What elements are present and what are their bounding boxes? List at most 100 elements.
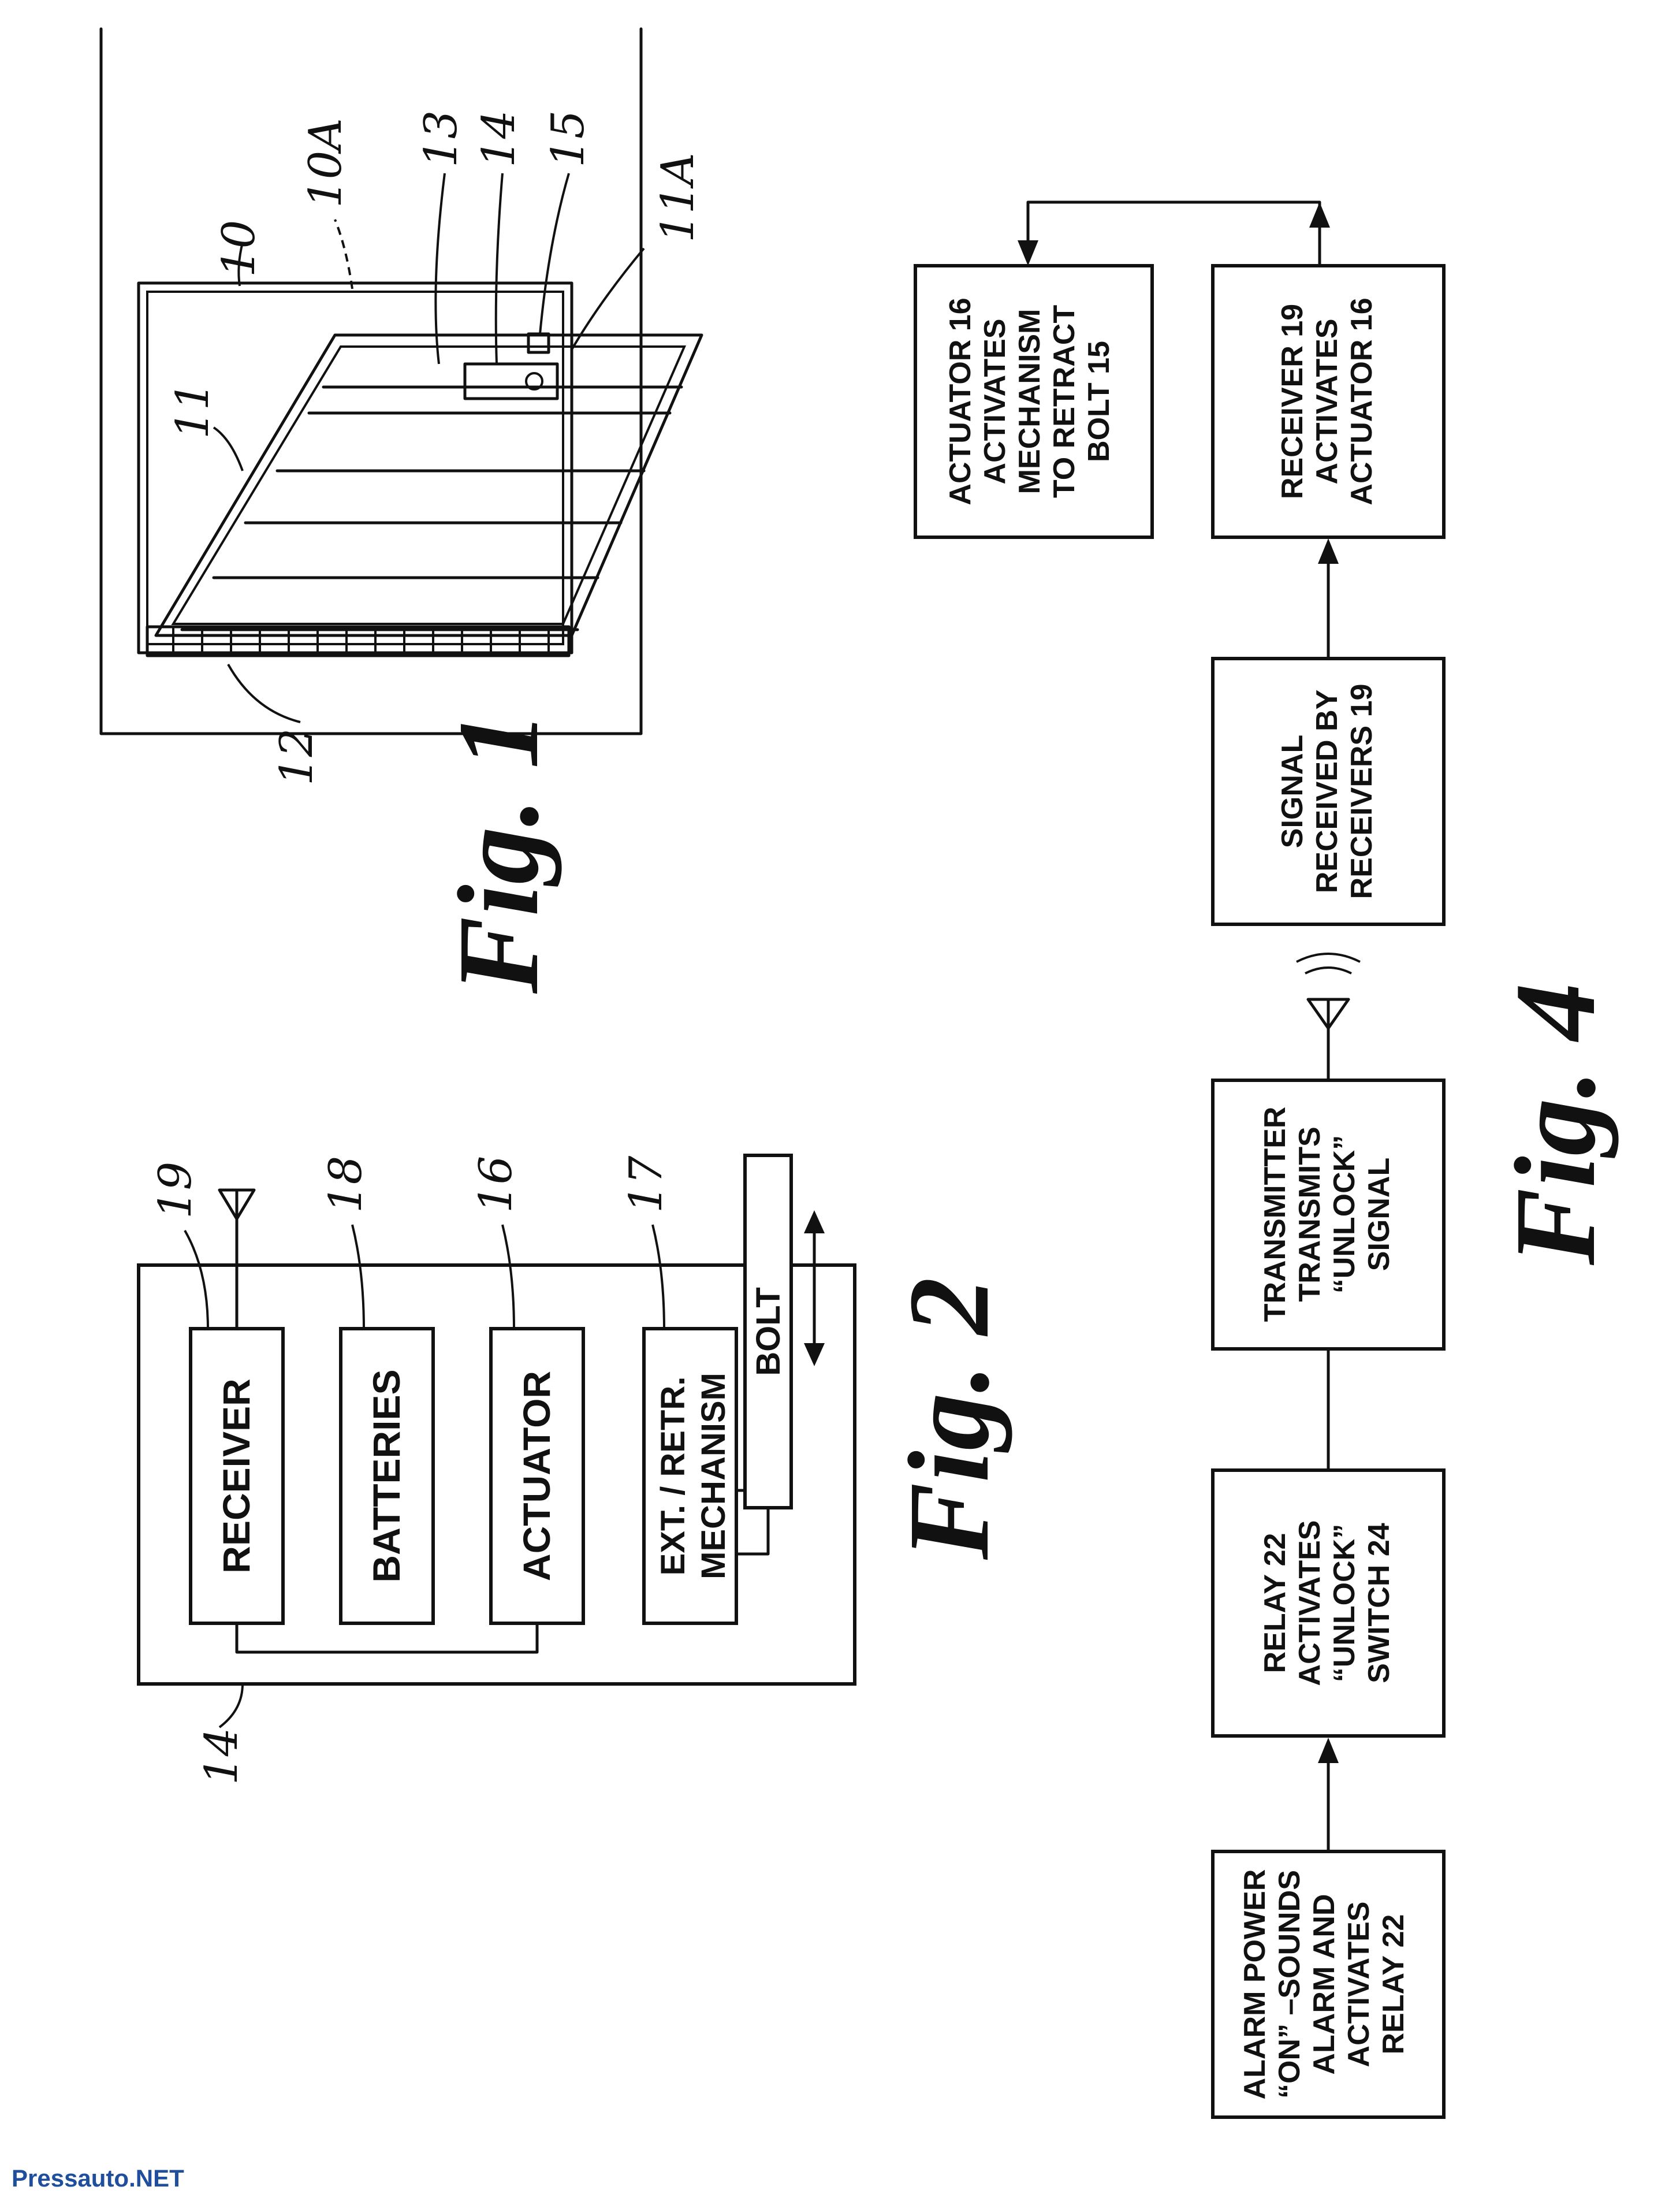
fig4-step-2-box <box>1211 1468 1446 1738</box>
fig4-step-1-box <box>1211 1850 1446 2119</box>
fig4-flowchart <box>914 200 1446 2119</box>
fig4-step-2-line-1: RELAY 22 <box>1258 1533 1292 1674</box>
fig4-step-3-box <box>1211 1079 1446 1351</box>
fig4-step-5-line-1: RECEIVER 19 <box>1276 304 1309 499</box>
fig1-security-gate-inner <box>171 345 687 625</box>
fig2-bolt <box>743 1154 793 1509</box>
fig2-block-actuator <box>489 1327 585 1625</box>
fig4-arrowhead-5-6 <box>1018 240 1038 266</box>
fig1-leader-12 <box>227 664 301 723</box>
fig2-label-bolt: BOLT <box>750 1287 787 1376</box>
fig2-leader-16 <box>501 1224 515 1329</box>
fig1-window-frame-inner <box>146 291 564 645</box>
fig4-step-4-box <box>1211 657 1446 926</box>
fig4-radio-wave-1 <box>1305 966 1352 975</box>
fig4-step-2-line-3: “UNLOCK” <box>1328 1524 1361 1682</box>
fig2-bolt-motion-arrow-down <box>804 1343 825 1366</box>
fig1-wall-outline <box>99 27 643 735</box>
fig1-ref-11: 11 <box>167 382 219 439</box>
fig4-step-3-line-3: “UNLOCK” <box>1328 1135 1361 1293</box>
fig2-leader-18 <box>351 1224 365 1329</box>
fig1-window-drawing <box>99 27 703 735</box>
fig2-ref-19: 19 <box>150 1162 202 1219</box>
fig4-step-6-text: ACTUATOR 16 ACTIVATES MECHANISM TO RETRA… <box>944 298 1116 505</box>
fig2-leader-17 <box>651 1224 665 1329</box>
fig4-step-6-line-2: ACTIVATES <box>978 319 1012 485</box>
fig4-arrow-5-6 <box>1026 200 1321 267</box>
fig4-step-6-line-4: TO RETRACT <box>1048 305 1081 498</box>
fig4-step-4-line-3: RECEIVERS 19 <box>1345 684 1379 899</box>
fig4-arrowhead-1-2 <box>1318 1738 1339 1763</box>
fig2-ref-16: 16 <box>470 1156 522 1213</box>
fig4-step-4-text: SIGNAL RECEIVED BY RECEIVERS 19 <box>1276 684 1379 899</box>
fig4-step-1-line-3: ALARM AND <box>1308 1894 1341 2075</box>
fig1-security-gate <box>154 333 703 637</box>
fig2-block-diagram <box>137 1154 856 1728</box>
fig2-label-actuator: ACTUATOR <box>515 1371 558 1581</box>
fig2-label-mech-2: MECHANISM <box>695 1373 732 1579</box>
fig4-step-1-line-5: RELAY 22 <box>1377 1914 1410 2055</box>
fig2-bus-line <box>235 1622 539 1654</box>
fig2-ref-14: 14 <box>196 1728 248 1785</box>
fig1-ref-10: 10 <box>213 220 265 277</box>
fig1-bolt <box>527 332 550 354</box>
fig2-block-batteries <box>339 1327 435 1625</box>
fig2-block-receiver <box>189 1327 285 1625</box>
fig1-hinge-knuckles <box>172 627 550 656</box>
fig4-radio-wave-2 <box>1296 953 1361 963</box>
fig4-step-2-text: RELAY 22 ACTIVATES “UNLOCK” SWITCH 24 <box>1258 1520 1396 1686</box>
fig4-step-5-line-2: ACTIVATES <box>1310 319 1344 485</box>
fig4-step-3-line-1: TRANSMITTER <box>1258 1107 1292 1322</box>
fig2-ref-18: 18 <box>320 1156 372 1213</box>
fig4-step-6-line-1: ACTUATOR 16 <box>944 298 977 505</box>
fig1-ref-11a: 11A <box>652 153 704 243</box>
fig1-ref-14: 14 <box>473 110 525 168</box>
fig1-lock-housing <box>463 362 559 400</box>
fig1-leader-11a <box>571 247 645 351</box>
fig2-label-batteries: BATTERIES <box>365 1369 408 1582</box>
fig4-step-3-line-4: SIGNAL <box>1362 1158 1396 1271</box>
fig4-caption: Fig. 4 <box>1492 983 1619 1266</box>
fig1-ref-13: 13 <box>415 110 467 168</box>
fig1-leader-11 <box>213 426 244 471</box>
fig4-step-6-line-5: BOLT 15 <box>1082 341 1116 462</box>
fig2-leader-14 <box>218 1683 244 1728</box>
fig4-step-3-text: TRANSMITTER TRANSMITS “UNLOCK” SIGNAL <box>1258 1107 1396 1322</box>
fig4-step-6-line-3: MECHANISM <box>1013 309 1046 494</box>
watermark: Pressauto.NET <box>12 2165 184 2192</box>
fig1-gate-bars <box>180 385 683 631</box>
fig2-leader-19 <box>184 1230 209 1329</box>
fig4-step-1-line-1: ALARM POWER <box>1238 1869 1272 2100</box>
fig4-step-1-line-2: “ON” –SOUNDS <box>1273 1870 1306 2099</box>
fig1-lock-keyhole <box>525 372 543 391</box>
fig4-step-5-line-3: ACTUATOR 16 <box>1345 298 1379 505</box>
fig2-caption: Fig. 2 <box>885 1277 1013 1560</box>
fig4-step-4-line-1: SIGNAL <box>1276 735 1309 848</box>
fig1-leader-13 <box>434 173 446 365</box>
fig4-step-6-box <box>914 264 1154 539</box>
fig1-ref-10a: 10A <box>300 118 352 208</box>
fig1-leader-15 <box>539 173 570 334</box>
fig1-leader-14 <box>494 173 504 365</box>
fig4-step-2-line-4: SWITCH 24 <box>1362 1523 1396 1683</box>
fig2-antenna-icon <box>218 1188 256 1221</box>
fig2-label-receiver: RECEIVER <box>215 1378 258 1573</box>
fig2-block-mechanism <box>642 1327 738 1625</box>
fig1-hinge-strip <box>146 625 571 657</box>
fig4-step-5-box <box>1211 264 1446 539</box>
fig2-label-mech-1: EXT. / RETR. <box>654 1377 692 1576</box>
fig1-ref-12: 12 <box>271 728 323 786</box>
fig4-antenna-icon <box>1306 998 1350 1030</box>
fig4-step-5-text: RECEIVER 19 ACTIVATES ACTUATOR 16 <box>1276 298 1379 505</box>
fig1-ref-15: 15 <box>542 110 594 168</box>
fig1-caption: Fig. 1 <box>435 711 563 994</box>
fig4-arrowhead-5-up <box>1309 202 1330 228</box>
fig1-leader-10 <box>237 242 244 287</box>
fig4-step-2-line-2: ACTIVATES <box>1293 1520 1327 1686</box>
fig4-step-3-line-2: TRANSMITS <box>1293 1126 1327 1302</box>
fig2-bolt-motion-arrow-up <box>804 1210 825 1233</box>
fig4-arrowhead-4-5 <box>1318 538 1339 564</box>
fig4-step-1-line-4: ACTIVATES <box>1342 1902 1376 2068</box>
fig4-step-4-line-2: RECEIVED BY <box>1310 690 1344 894</box>
